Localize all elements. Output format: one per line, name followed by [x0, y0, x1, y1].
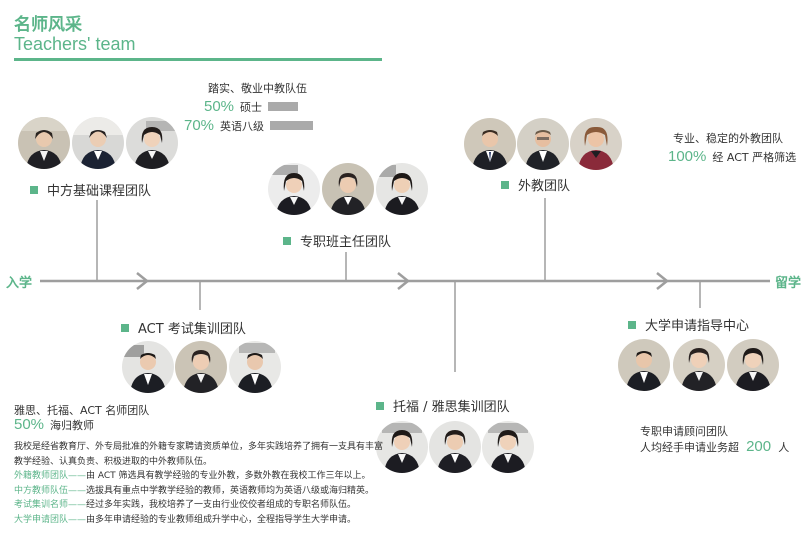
title-underline — [14, 58, 382, 61]
teacher-avatar-icon — [429, 421, 481, 473]
chinese-stats-row1: 50%硕士 — [204, 96, 299, 115]
teacher-avatar-icon — [464, 118, 516, 170]
description-line: 我校是经省教育厅、外专局批准的外籍专家聘请资质单位，多年实践培养了拥有一支具有丰… — [14, 442, 384, 452]
foreign-stats-row: 100%经 ACT 严格筛选 — [668, 148, 797, 165]
description-item: 考试集训名师——经过多年实践，我校培养了一支由行业佼佼者组成的专职名师队伍。 — [14, 500, 357, 510]
description-line: 教学经验、认真负责、积极进取的中外教师队伍。 — [14, 456, 213, 467]
famous-stats-row: 50%海归教师 — [14, 416, 95, 433]
famous-stats-heading: 雅思、托福、ACT 名师团队 — [14, 404, 150, 417]
teacher-avatar-icon — [727, 339, 779, 391]
chinese-stats-heading: 踏实、敬业中教队伍 — [208, 82, 307, 95]
teacher-avatar-icon — [376, 163, 428, 215]
bullet-square-icon — [628, 321, 636, 329]
team-label-chinese-basic: 中方基础课程团队 — [30, 180, 151, 199]
teacher-avatar-icon — [673, 339, 725, 391]
arrow-chevron-icon — [397, 272, 411, 290]
teacher-avatar-icon — [570, 118, 622, 170]
timeline-start-label: 入学 — [6, 276, 33, 291]
teacher-avatar-icon — [376, 421, 428, 473]
foreign-stats-heading: 专业、稳定的外教团队 — [673, 132, 783, 145]
timeline-end-label: 留学 — [775, 276, 802, 291]
teacher-avatar-icon — [229, 341, 281, 393]
university-stats-row: 人均经手申请业务超 200 人 — [640, 438, 790, 455]
teacher-avatar-icon — [18, 117, 70, 169]
chinese-stats-row2: 70%英语八级 — [184, 115, 314, 134]
stat-bar-tem8 — [270, 121, 314, 130]
teacher-avatar-icon — [517, 118, 569, 170]
arrow-chevron-icon — [656, 272, 670, 290]
section-title-cn: 名师风采 — [14, 15, 82, 35]
teacher-avatar-icon — [268, 163, 320, 215]
teacher-avatar-icon — [482, 421, 534, 473]
section-title-en: Teachers' team — [14, 34, 136, 54]
bullet-square-icon — [376, 402, 384, 410]
description-item: 大学申请团队——由多年申请经验的专业教师组成升学中心，全程指导学生大学申请。 — [14, 514, 357, 525]
stat-bar-masters — [268, 102, 299, 111]
team-label-act: ACT 考试集训团队 — [121, 318, 246, 337]
teacher-avatar-icon — [618, 339, 670, 391]
team-label-foreign: 外教团队 — [501, 175, 570, 194]
teacher-avatar-icon — [322, 163, 374, 215]
description-item: 中方教师队伍——选拔具有重点中学教学经验的教师，英语教师均为英语八级或海归精英。 — [14, 485, 375, 496]
team-label-university: 大学申请指导中心 — [628, 315, 749, 334]
bullet-square-icon — [30, 186, 38, 194]
team-label-toefl-ielts: 托福 / 雅思集训团队 — [376, 396, 510, 415]
team-label-class-teacher: 专职班主任团队 — [283, 231, 391, 250]
bullet-square-icon — [121, 324, 129, 332]
arrow-chevron-icon — [136, 272, 150, 290]
teacher-avatar-icon — [122, 341, 174, 393]
teacher-avatar-icon — [126, 117, 178, 169]
teacher-avatar-icon — [175, 341, 227, 393]
description-item: 外籍教师团队——由 ACT 筛选具有教学经验的专业外教，多数外教在我校工作三年以… — [14, 471, 371, 481]
description-block: 我校是经省教育厅、外专局批准的外籍专家聘请资质单位，多年实践培养了拥有一支具有丰… — [14, 440, 383, 527]
teacher-avatar-icon — [72, 117, 124, 169]
bullet-square-icon — [283, 237, 291, 245]
bullet-square-icon — [501, 181, 509, 189]
university-stats-heading: 专职申请顾问团队 — [640, 425, 728, 438]
